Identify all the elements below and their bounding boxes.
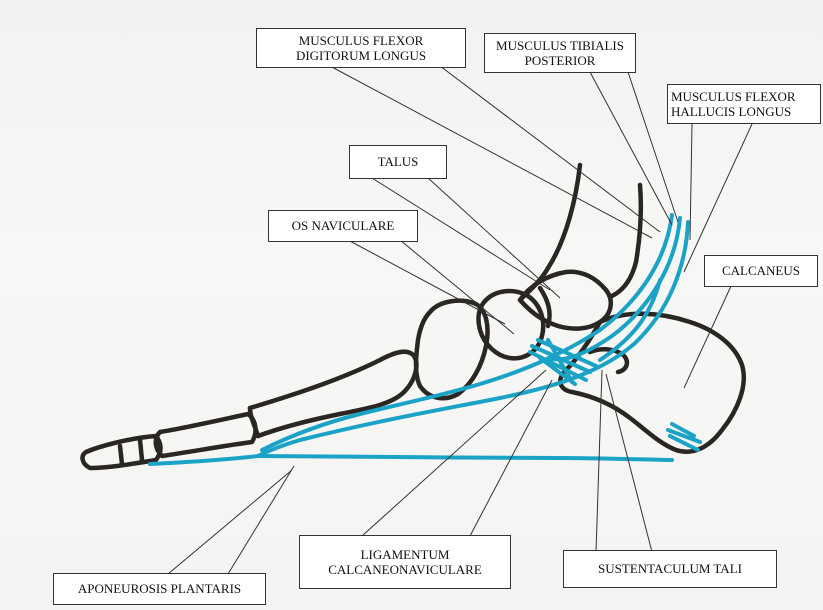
- tibia-outline-back: [612, 185, 641, 296]
- leader-navicular-1: [348, 240, 505, 324]
- label-ligamentum-calcaneonaviculare: LIGAMENTUM CALCANEONAVICULARE: [299, 535, 511, 589]
- leader-fhl-1: [690, 124, 692, 240]
- plantar-aponeurosis: [258, 456, 672, 460]
- leader-calcaneus: [684, 284, 732, 388]
- leader-sustentaculum-2: [606, 374, 652, 552]
- tendons: [150, 215, 700, 464]
- calcaneus-bone: [560, 314, 743, 452]
- leader-tp-1: [590, 72, 672, 225]
- leader-fhl-2: [684, 124, 752, 272]
- leader-navicular-2: [400, 240, 514, 334]
- leader-fdl-2: [440, 66, 660, 232]
- flexor-hallucis-tendon: [258, 222, 688, 456]
- flexor-digitorum-tendon: [262, 215, 672, 450]
- label-sustentaculum-tali: SUSTENTACULUM TALI: [563, 550, 777, 588]
- label-calcaneus: CALCANEUS: [704, 255, 818, 287]
- label-flexor-hallucis-longus: MUSCULUS FLEXOR HALLUCIS LONGUS: [667, 84, 821, 124]
- label-os-naviculare: OS NAVICULARE: [268, 210, 418, 242]
- label-talus: TALUS: [349, 145, 447, 179]
- tibia-outline: [520, 165, 580, 300]
- leader-lines: [168, 66, 752, 574]
- label-aponeurosis-plantaris: APONEUROSIS PLANTARIS: [53, 573, 266, 605]
- label-flexor-digitorum-longus: MUSCULUS FLEXOR DIGITORUM LONGUS: [256, 28, 466, 68]
- tibialis-posterior-tendon: [548, 218, 680, 359]
- label-tibialis-posterior: MUSCULUS TIBIALIS POSTERIOR: [484, 33, 636, 73]
- proximal-phalanx: [156, 414, 256, 456]
- leader-aponeurosis-2: [228, 466, 294, 574]
- leader-aponeurosis-1: [168, 470, 292, 574]
